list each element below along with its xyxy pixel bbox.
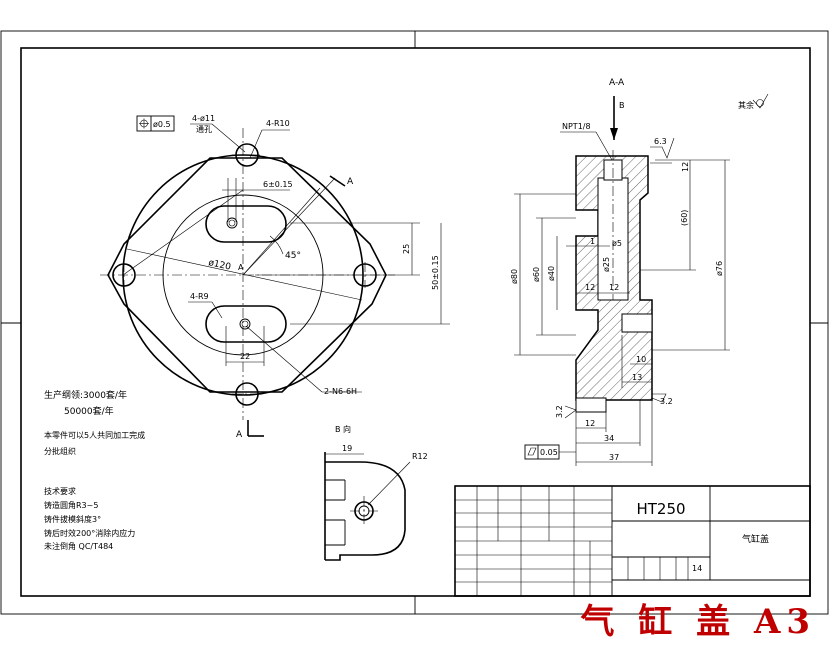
dim-corner-r: 4-R10 <box>266 119 290 128</box>
dim-slot-len: 22 <box>240 352 250 361</box>
tolerance-flatness: 0.05 <box>540 448 558 457</box>
threaded-hole-bottom <box>239 318 251 330</box>
tech-title: 技术要求 <box>44 486 76 496</box>
title-block: HT250 气缸盖 14 <box>454 485 811 597</box>
cut-marker-a-top: A <box>347 177 354 187</box>
b-view-label: B 向 <box>335 424 351 434</box>
slot-bottom <box>205 305 287 343</box>
tech-line3: 铸后时效200°消除内应力 <box>44 528 135 538</box>
dim-slot-r: 4-R9 <box>190 292 209 301</box>
title-material: HT250 <box>636 500 685 518</box>
section-a-a: A-A B NPT1/8 ø80 ø60 ø40 (60) ø76 <box>510 78 730 466</box>
dim-thirty-four: 34 <box>604 434 614 443</box>
dim-d40: ø40 <box>547 266 556 281</box>
dim-ten: 10 <box>636 355 646 364</box>
flange-outline <box>107 157 387 393</box>
dim-span: 50±0.15 <box>431 255 440 290</box>
tech-line1: 铸造圆角R3~5 <box>44 500 98 510</box>
b-view-outline <box>325 461 406 561</box>
b-view: B 向 19 R12 <box>324 424 428 561</box>
dim-12-mid-a: 12 <box>585 283 595 292</box>
dim-d76: ø76 <box>715 261 724 276</box>
drawing-title: 气 缸 盖 A3 <box>580 602 816 642</box>
note-line1: 生产纲领:3000套/年 <box>44 389 127 401</box>
roughness-right: 3.2 <box>660 397 673 406</box>
dim-12-mid-b: 12 <box>609 283 619 292</box>
dim-25: 25 <box>402 244 411 254</box>
surface-finish-other: 其余 <box>738 93 769 110</box>
centre-label-a: A <box>238 263 244 272</box>
dim-d60: ø60 <box>532 267 541 282</box>
dim-thirteen: 13 <box>632 373 642 382</box>
note-through: 通孔 <box>196 124 212 134</box>
dim-h60: (60) <box>680 210 689 226</box>
threaded-hole-top <box>226 217 238 229</box>
dim-holes-4: 4-ø11 <box>192 114 215 123</box>
drawing-frame <box>0 30 829 615</box>
note-line4: 分批组织 <box>44 446 76 456</box>
dim-slot-width: 6±0.15 <box>263 180 293 189</box>
dim-b-r12: R12 <box>412 452 428 461</box>
tech-line4: 未注倒角 QC/T484 <box>44 541 113 551</box>
dim-b-19: 19 <box>342 444 352 453</box>
note-line3: 本零件可以5人共同加工完成 <box>44 430 145 440</box>
dim-12-bottom: 12 <box>585 419 595 428</box>
tolerance-position: ø0.5 <box>153 120 171 129</box>
note-line2: 50000套/年 <box>64 405 114 417</box>
dim-npt: NPT1/8 <box>562 122 591 131</box>
dim-d120: ø120 <box>207 258 232 273</box>
dim-thread: 2-N6-6H <box>324 387 357 396</box>
dim-12-top: 12 <box>681 162 690 172</box>
view-arrow-b-label: B <box>619 101 625 110</box>
section-label-aa: A-A <box>609 78 625 88</box>
dim-d25: ø25 <box>602 257 611 272</box>
dim-d5: ø5 <box>612 239 622 248</box>
tech-line2: 铸件拔模斜度3° <box>44 514 101 524</box>
dim-thirty-seven: 37 <box>609 453 619 462</box>
dim-angle: 45° <box>285 251 301 261</box>
roughness-left: 3.2 <box>555 405 564 418</box>
roughness-top: 6.3 <box>654 137 667 146</box>
title-sheet-no: 14 <box>692 564 702 573</box>
finish-other-label: 其余 <box>738 100 754 110</box>
cut-marker-a-bottom: A <box>236 430 243 440</box>
production-notes: 生产纲领:3000套/年 50000套/年 本零件可以5人共同加工完成 分批组织 <box>44 389 145 456</box>
front-view: ø120 45° A A A ø0.5 4-ø11 通孔 4-R10 6±0 <box>100 114 450 440</box>
technical-requirements: 技术要求 铸造圆角R3~5 铸件拔模斜度3° 铸后时效200°消除内应力 未注倒… <box>44 486 135 551</box>
title-part-name: 气缸盖 <box>742 533 769 545</box>
dim-one: 1 <box>590 237 595 246</box>
slot-top <box>205 205 287 243</box>
dim-d80: ø80 <box>510 269 519 284</box>
